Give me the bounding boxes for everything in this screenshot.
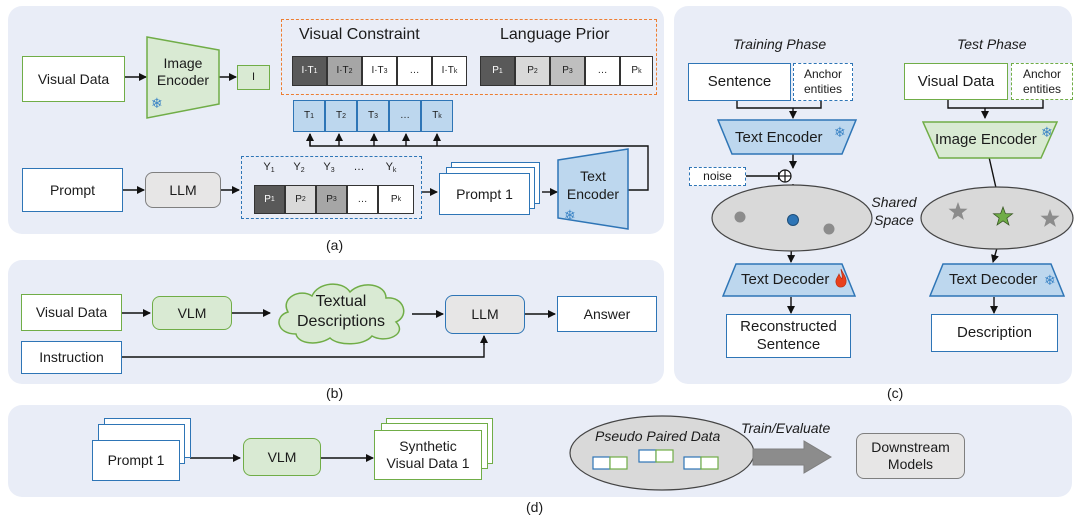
output-token: Y2: [293, 161, 305, 174]
stack-front: Synthetic Visual Data 1: [374, 430, 482, 480]
visual-data-box-b: Visual Data: [21, 294, 122, 331]
llm-box-a: LLM: [145, 172, 221, 208]
text-decoder-label-test: Text Decoder: [949, 271, 1038, 288]
pseudo-paired-ellipse: [569, 415, 755, 491]
output-token: …: [353, 161, 365, 173]
textual-descriptions-cloud: [278, 283, 405, 345]
paired-data-icon: [638, 449, 674, 463]
noise-box: noise: [689, 167, 746, 186]
visual-data-box-a: Visual Data: [22, 56, 125, 102]
downstream-models-box: Downstream Models: [856, 433, 965, 479]
vlm-box-b: VLM: [152, 296, 232, 330]
text-decoder-trapezoid-test: [929, 263, 1065, 297]
paired-data-icon: [592, 456, 628, 470]
caption-c: (c): [887, 385, 904, 401]
constraint-prior-frame: [281, 19, 657, 95]
snowflake-icon: ❄: [834, 124, 846, 140]
language-prior-title: Language Prior: [500, 26, 610, 43]
visual-data-box-c: Visual Data: [904, 63, 1008, 100]
sum-node-icon: [778, 169, 792, 183]
snowflake-icon: ❄: [1041, 124, 1053, 140]
paired-data-icon: [683, 456, 719, 470]
big-arrow-icon: [752, 440, 832, 474]
vlm-box-d: VLM: [243, 438, 321, 476]
anchor-entities-box-test: Anchor entities: [1011, 63, 1073, 100]
caption-b: (b): [326, 385, 344, 401]
prompt-box-a: Prompt: [22, 168, 123, 212]
blue-point-icon: [787, 214, 799, 226]
test-phase-title: Test Phase: [957, 36, 1027, 52]
snowflake-icon: ❄: [1044, 272, 1056, 288]
training-phase-title: Training Phase: [733, 36, 827, 52]
output-token: Y1: [263, 161, 275, 174]
caption-d: (d): [526, 499, 544, 515]
image-encoder-label-c: Image Encoder: [935, 131, 1037, 148]
text-feature-cell: …: [389, 100, 421, 132]
visual-constraint-title: Visual Constraint: [299, 26, 420, 43]
caption-a: (a): [326, 237, 344, 253]
sentence-box: Sentence: [688, 63, 791, 101]
description-box: Description: [931, 314, 1058, 352]
shared-space-label: Shared Space: [871, 194, 917, 229]
text-encoder-label-c: Text Encoder: [735, 129, 823, 146]
green-star-icon: [992, 205, 1014, 226]
prompt-cell: …: [347, 185, 378, 214]
answer-box: Answer: [557, 296, 657, 332]
gray-star-icon: [1040, 209, 1060, 227]
anchor-entities-box-train: Anchor entities: [793, 63, 853, 101]
pseudo-paired-label: Pseudo Paired Data: [595, 428, 721, 444]
image-encoder-label: Image Encoder: [156, 55, 210, 88]
image-encoder-shape: [146, 36, 220, 119]
gray-point-icon: [823, 223, 835, 235]
shared-space-test: [920, 186, 1074, 250]
image-feature-box: I: [237, 65, 270, 90]
text-encoder-trapezoid: [717, 119, 857, 155]
textual-descriptions-label: Textual Descriptions: [296, 293, 386, 330]
gray-point-icon: [734, 211, 746, 223]
text-decoder-label-train: Text Decoder: [741, 271, 830, 288]
instruction-box: Instruction: [21, 341, 122, 374]
snowflake-icon: ❄: [151, 95, 163, 111]
llm-box-b: LLM: [445, 295, 525, 334]
train-evaluate-label: Train/Evaluate: [741, 420, 831, 436]
snowflake-icon: ❄: [564, 207, 576, 223]
prior-cell: …: [585, 56, 620, 86]
shared-space-train: [711, 184, 873, 252]
image-encoder-trapezoid: [922, 121, 1058, 159]
text-decoder-trapezoid-train: [722, 263, 856, 297]
output-token: Yk: [385, 161, 397, 174]
flame-icon: [835, 268, 847, 288]
constraint-cell: …: [397, 56, 432, 86]
output-token: Y3: [323, 161, 335, 174]
llm-output-frame: [241, 156, 422, 219]
gray-star-icon: [948, 202, 968, 220]
reconstructed-sentence-box: Reconstructed Sentence: [726, 314, 851, 358]
stack-front: Prompt 1: [92, 440, 180, 481]
text-encoder-shape: [557, 148, 629, 230]
text-encoder-label-a: Text Encoder: [566, 168, 620, 202]
stack-front: Prompt 1: [439, 173, 530, 215]
